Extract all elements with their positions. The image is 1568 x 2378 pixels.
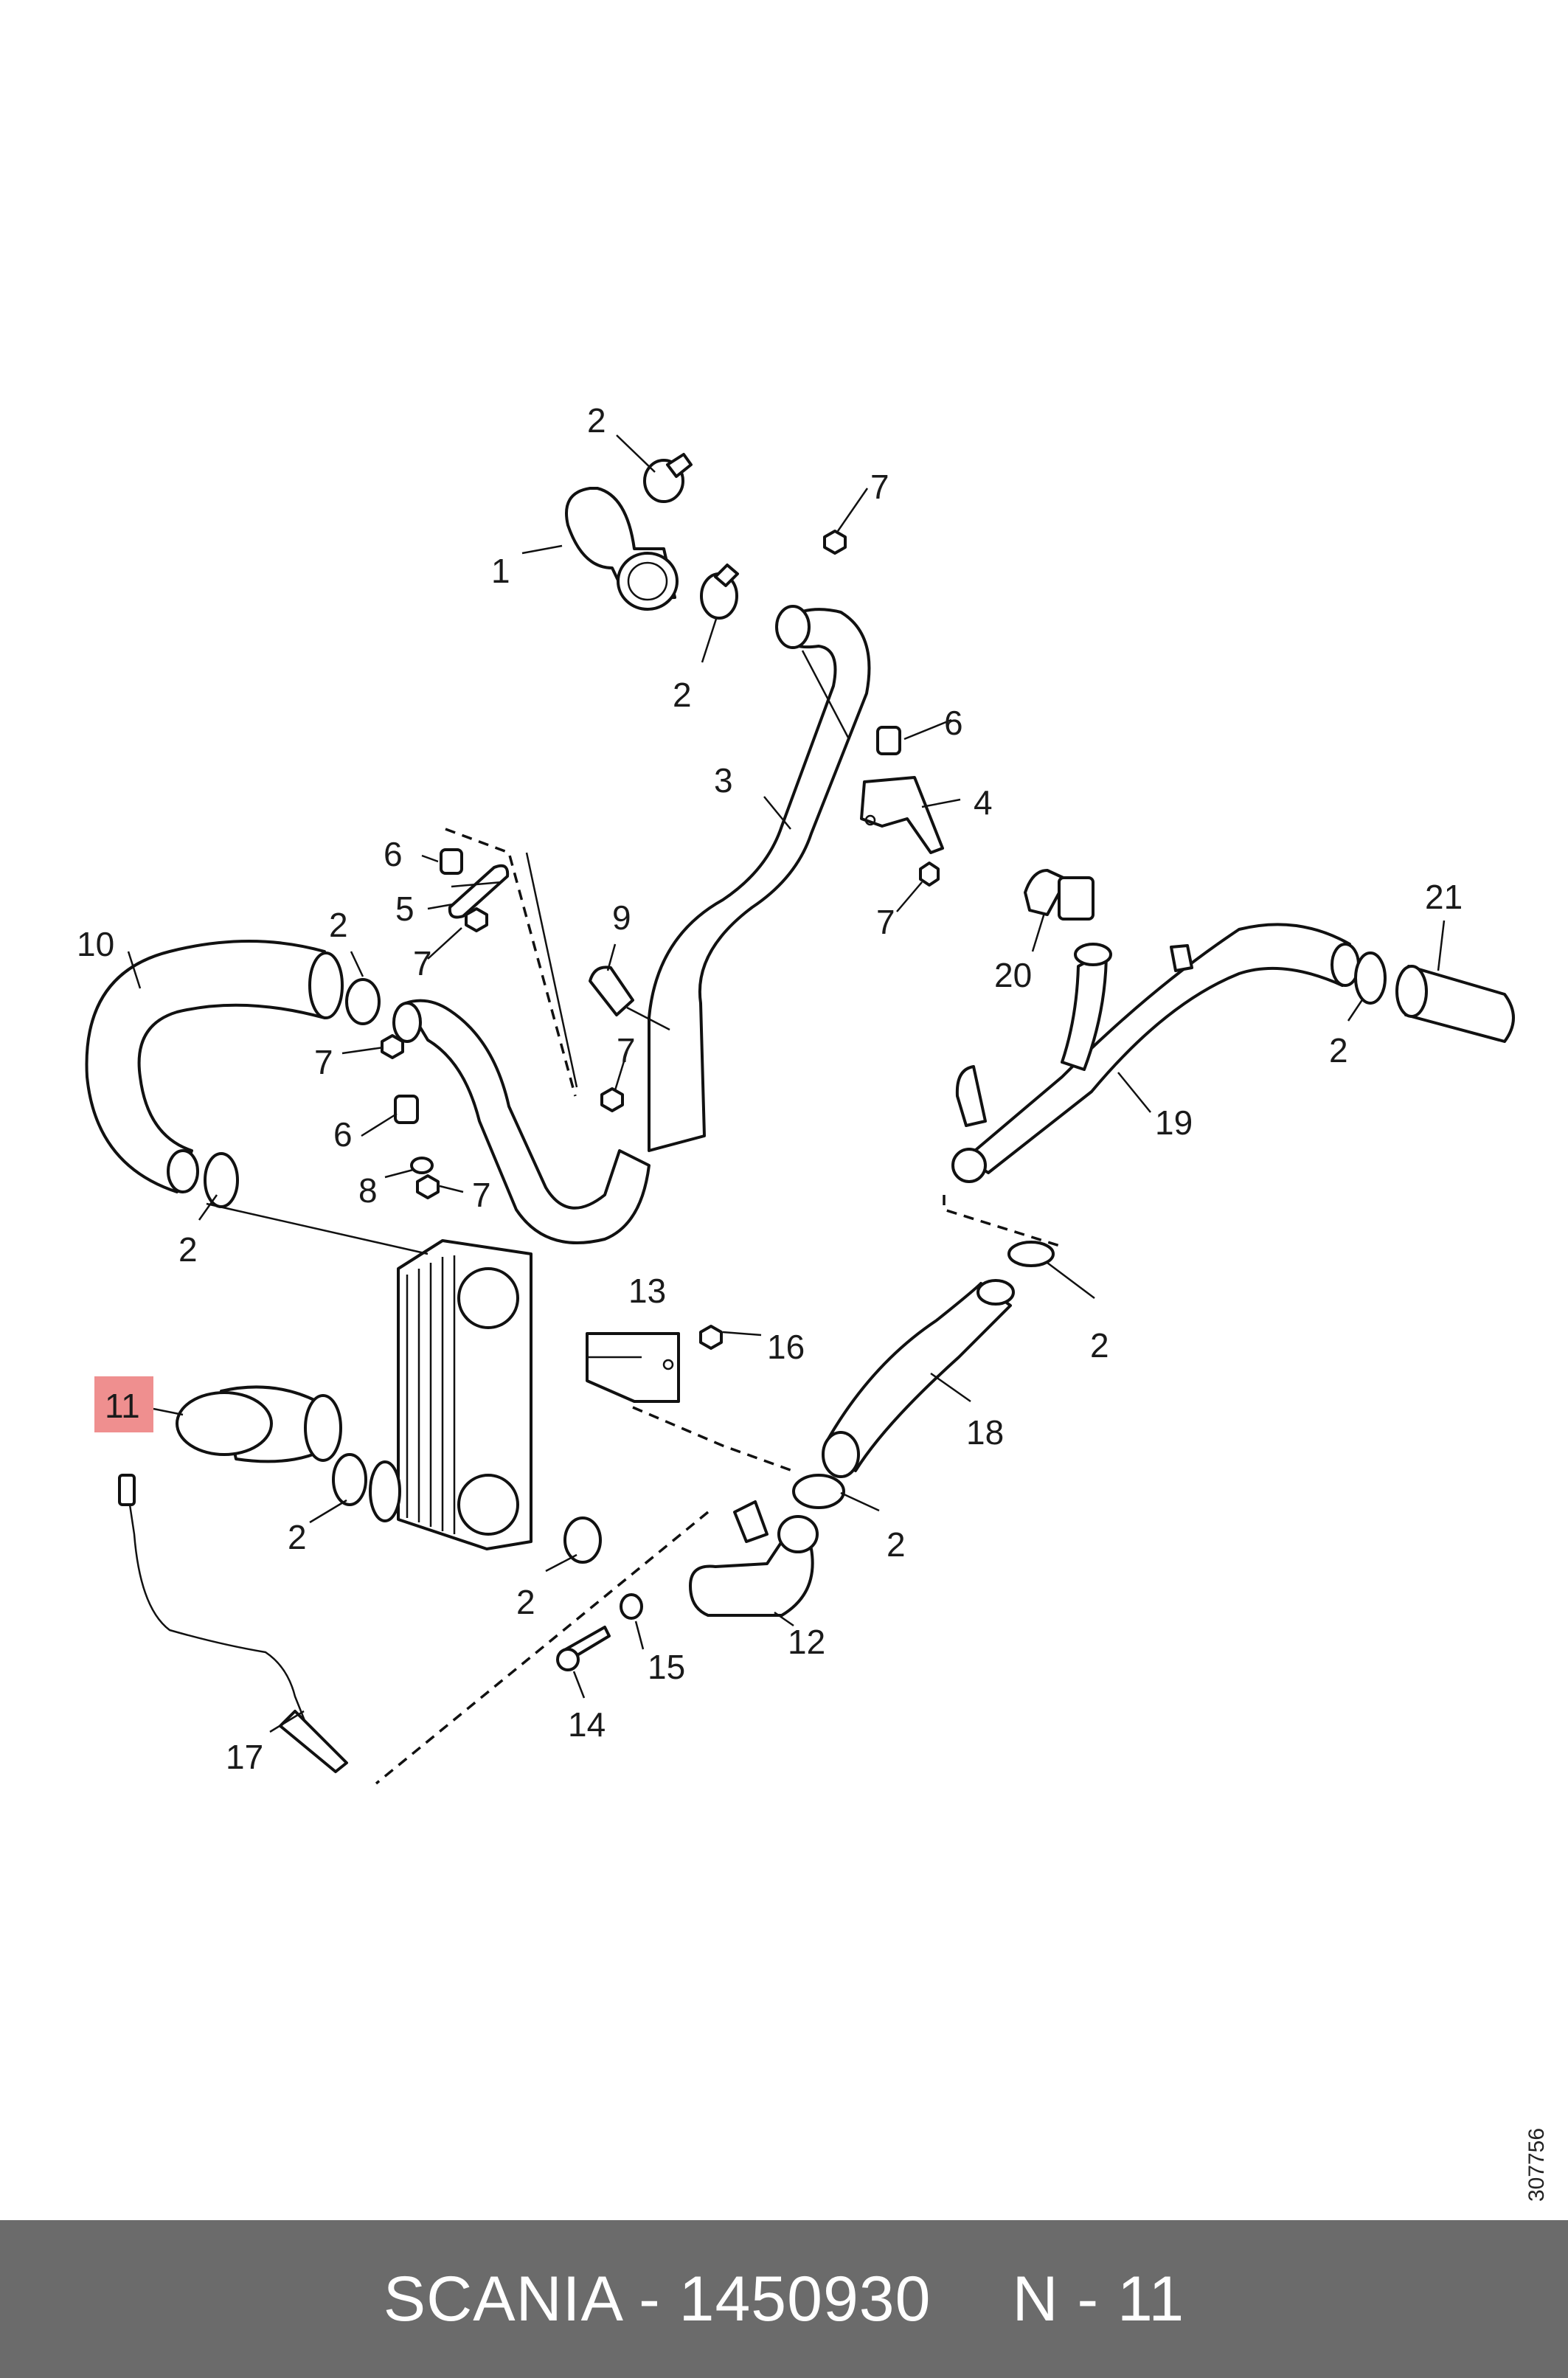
part-2-hose-clamp	[332, 1453, 367, 1506]
drawing-number-text: 307756	[1524, 2127, 1549, 2202]
part-13-bracket	[586, 1332, 680, 1403]
dashed-reference-line	[445, 828, 577, 1097]
part-2-hose-clamp	[1354, 951, 1387, 1005]
callout-19: 19	[1155, 1103, 1193, 1142]
callout-11: 11	[105, 1387, 140, 1425]
callout-8: 8	[358, 1171, 378, 1210]
dashed-reference-line	[375, 1511, 710, 1785]
callout-2: 2	[673, 676, 692, 714]
callout-10: 10	[77, 925, 114, 963]
part-18-hose	[822, 1279, 1015, 1478]
callout-16: 16	[767, 1328, 805, 1366]
part-3-pipe-lower-section	[392, 999, 651, 1244]
exploded-parts-diagram: 1 2 2 2 2 2 2 2 2 2 3 4 5 6 6 6 7 7 7 7 …	[77, 401, 1515, 1785]
part-16-nut	[699, 1325, 723, 1350]
part-4-bracket	[860, 776, 944, 854]
part-2-hose-clamp	[700, 564, 739, 620]
part-7-nut	[919, 862, 940, 887]
part-7-nut	[823, 530, 847, 555]
leader-line	[206, 650, 850, 1359]
part-6-rubber-bushing	[876, 726, 901, 755]
callout-18: 18	[966, 1413, 1004, 1452]
part-15-washer	[620, 1593, 643, 1620]
part-6-rubber-bushing	[394, 1095, 419, 1124]
callout-13: 13	[628, 1272, 666, 1310]
part-2-hose-clamp	[643, 453, 693, 503]
callout-2: 2	[1090, 1326, 1109, 1365]
callout-7: 7	[314, 1043, 333, 1081]
callout-15: 15	[648, 1648, 685, 1686]
callout-2: 2	[288, 1518, 307, 1556]
part-2-hose-clamp	[1007, 1241, 1055, 1267]
callout-2: 2	[887, 1525, 906, 1564]
callout-5: 5	[395, 890, 414, 928]
callout-6: 6	[384, 835, 403, 873]
callout-2: 2	[329, 906, 348, 944]
part-7-nut	[465, 907, 488, 932]
highlight-box-11	[94, 1376, 153, 1432]
part-21-sleeve	[1395, 965, 1515, 1043]
callout-17: 17	[226, 1738, 263, 1776]
callout-2: 2	[516, 1583, 535, 1621]
part-7-nut	[600, 1087, 624, 1112]
callout-7: 7	[876, 903, 895, 941]
part-12-elbow-pipe	[689, 1500, 819, 1617]
callout-7: 7	[870, 468, 889, 506]
dashed-reference-line	[943, 1195, 1063, 1248]
callout-4: 4	[974, 783, 993, 822]
dashed-reference-line	[632, 1406, 797, 1474]
part-20-fitting	[1024, 869, 1095, 921]
callout-21: 21	[1425, 878, 1463, 916]
callout-6: 6	[944, 704, 963, 742]
callout-7: 7	[617, 1031, 636, 1070]
part-14-bolt	[556, 1626, 611, 1671]
part-8-washer	[410, 1157, 434, 1174]
callout-9: 9	[612, 898, 631, 937]
callout-2: 2	[587, 401, 606, 440]
part-7-nut	[416, 1174, 440, 1199]
callout-3: 3	[714, 761, 733, 800]
part-5-bracket	[448, 864, 510, 919]
drawing-number: 307756	[1522, 2113, 1552, 2216]
part-2-hose-clamp	[204, 1152, 239, 1208]
callout-20: 20	[994, 956, 1032, 994]
footer-position-label: N - 11	[1012, 2263, 1185, 2334]
part-1-elbow-hose	[565, 487, 679, 611]
footer-bar: SCANIA - 1450930 N - 11	[0, 2220, 1568, 2378]
footer-brand-part-number: SCANIA - 1450930	[383, 2263, 932, 2334]
callout-7: 7	[413, 944, 432, 982]
oil-cooler-heat-exchanger	[369, 1239, 533, 1550]
callout-7: 7	[472, 1176, 491, 1214]
part-11-hose-sleeve	[176, 1385, 342, 1463]
part-6-rubber-bushing	[440, 848, 463, 875]
part-3-coolant-pipe	[648, 605, 871, 1152]
callout-2: 2	[1329, 1031, 1348, 1070]
part-7-nut	[381, 1034, 404, 1059]
callout-12: 12	[788, 1623, 825, 1661]
callout-6: 6	[333, 1115, 353, 1154]
part-10-loop-hose	[85, 940, 344, 1193]
callout-2: 2	[178, 1230, 198, 1269]
part-9-sensor	[589, 966, 670, 1031]
callout-14: 14	[568, 1705, 606, 1744]
callout-1: 1	[491, 552, 510, 590]
part-2-hose-clamp	[563, 1516, 602, 1564]
part-2-hose-clamp	[792, 1474, 845, 1509]
callout-leaders	[127, 434, 1446, 1733]
part-2-hose-clamp	[345, 978, 381, 1025]
